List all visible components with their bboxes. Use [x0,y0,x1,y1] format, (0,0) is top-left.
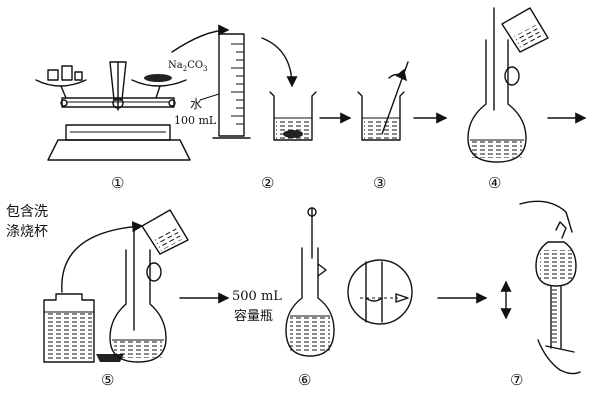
rinse-label-line1: 包含洗 [6,204,48,220]
step-number-2: ② [261,174,274,192]
cylinder-graduations [231,43,244,125]
stopper-step6 [317,263,327,277]
step-number-7: ⑦ [510,371,523,389]
left-pan [35,79,87,87]
stir-direction-arrow [388,68,407,82]
eye-icon [395,293,409,303]
solid-in-beaker [283,130,303,138]
rinse-transfer-arrow [61,221,144,293]
balance-base [47,139,191,161]
transfer-arrow-1 [171,24,230,53]
beaker-step3 [357,61,409,141]
weight-3 [74,71,83,81]
step-number-3: ③ [373,174,386,192]
stopper-step5 [146,262,162,282]
balance-body [65,124,171,141]
na2co3-sample [144,74,172,82]
flask-step5 [109,209,189,363]
rinse-label-line2: 涤烧杯 [6,224,48,240]
stopper-step4 [504,66,520,86]
tilted-beaker-step4 [501,7,549,53]
water-label: 水 [190,97,202,111]
transfer-arrow-2 [261,37,298,88]
hand-top [519,200,573,233]
right-pan [131,79,187,87]
weight-1 [47,69,59,81]
balance-pointer-stand [109,61,127,101]
hand-bottom [537,339,581,375]
graduated-cylinder [212,33,251,139]
step-number-6: ⑥ [298,371,311,389]
volume-100-label: 100 mL [174,114,217,127]
step-number-5: ⑤ [101,371,114,389]
flask-500-label-line2: 容量瓶 [234,308,273,324]
tilted-beaker-step5 [141,209,189,255]
step-number-1: ① [111,174,124,192]
step-number-4: ④ [488,174,501,192]
flask-500-label-line1: 500 mL [232,289,282,304]
dropper-bulb [307,207,317,217]
balance-apparatus [35,61,191,161]
weight-2 [61,65,73,81]
beaker-step2 [269,91,317,141]
na2co3-label: Na2CO3 [168,60,208,73]
flask-step7-inverted [519,200,581,375]
wash-bottle [43,293,95,363]
flask-step6 [285,207,335,357]
meniscus-zoom [347,259,413,325]
flask-step4 [467,7,549,163]
